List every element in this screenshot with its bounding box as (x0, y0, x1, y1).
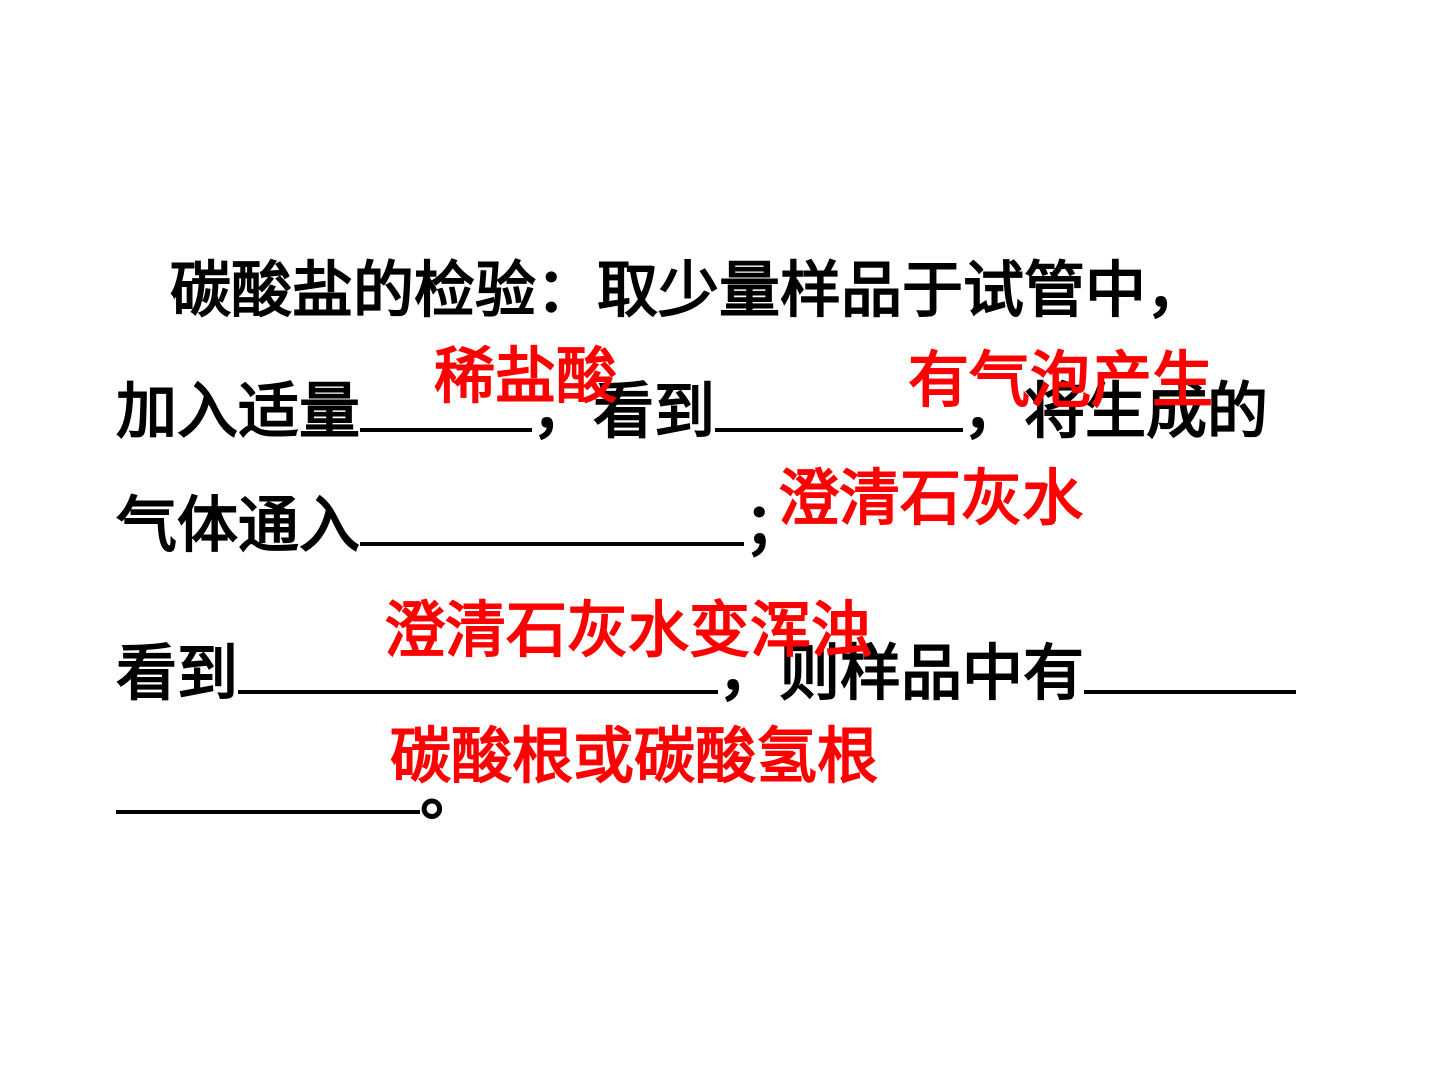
answer-blank-observation-2 (238, 636, 719, 694)
question-line-4-part-1: 看到 (116, 638, 239, 709)
answer-blank-reagent (360, 488, 745, 546)
answer-observation-2: 澄清石灰水变浑浊 (384, 595, 873, 666)
question-intro-text: 碳酸盐的检验：取少量样品于试管中， (170, 255, 1208, 326)
answer-blank-observation-1 (715, 374, 964, 432)
answer-conclusion: 碳酸根或碳酸氢根 (390, 721, 879, 792)
answer-observation-1: 有气泡产生 (908, 345, 1214, 416)
question-line-2: 加入适量，看到，将生成的 (116, 374, 1268, 442)
answer-blank-conclusion-start (1084, 636, 1297, 694)
question-line-3: 气体通入； (116, 488, 805, 556)
question-line-2-part-2: ，看到 (532, 376, 716, 447)
question-line-5: 。 (116, 756, 481, 824)
question-line-2-part-1: 加入适量 (116, 376, 361, 447)
question-line-4: 看到，则样品中有 (116, 636, 1297, 704)
answer-blank-acid (360, 374, 533, 432)
question-line-3-part-1: 气体通入 (116, 490, 361, 561)
question-line-1: 碳酸盐的检验：取少量样品于试管中， (170, 260, 1207, 321)
answer-blank-conclusion-end (116, 756, 420, 814)
question-line-3-part-2: ； (744, 490, 806, 561)
question-line-4-part-2: ，则样品中有 (718, 638, 1085, 709)
question-line-5-part-1: 。 (420, 758, 482, 829)
answer-acid: 稀盐酸 (434, 341, 618, 412)
answer-reagent: 澄清石灰水 (778, 463, 1084, 534)
question-line-2-part-3: ，将生成的 (963, 376, 1269, 447)
